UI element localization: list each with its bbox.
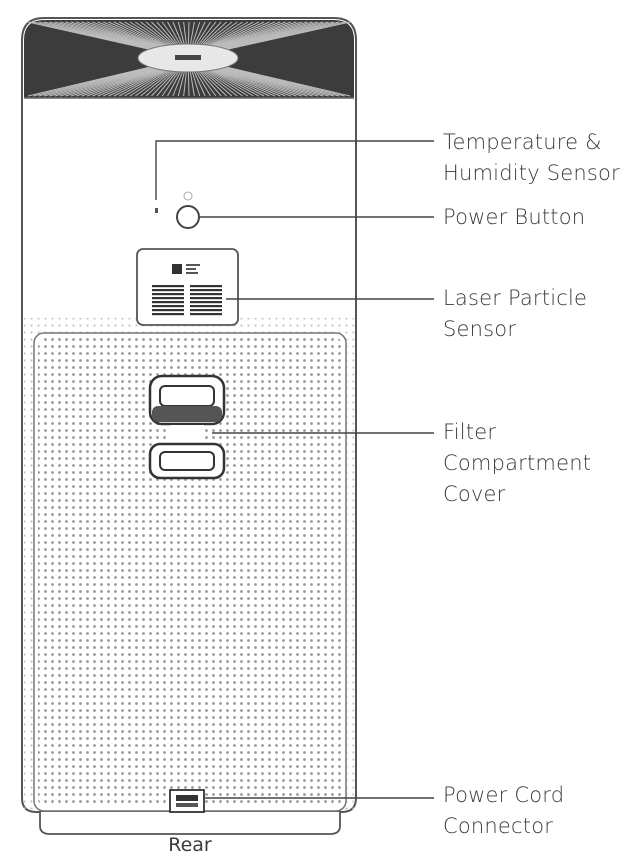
brand-logo-mark <box>175 55 201 60</box>
purifier-base <box>39 789 341 835</box>
view-caption: Rear <box>168 834 212 856</box>
filter-compartment-cover-panel <box>33 332 347 812</box>
callout-temp-humidity-sensor: Temperature &Humidity Sensor <box>443 130 620 185</box>
leader-lines <box>155 140 434 799</box>
callout-power-button: Power Button <box>443 205 586 229</box>
laser-particle-sensor-panel <box>136 248 239 326</box>
temp-humidity-sensor <box>155 208 158 213</box>
top-grille <box>24 20 354 99</box>
leader-temp-humidity <box>155 140 434 200</box>
